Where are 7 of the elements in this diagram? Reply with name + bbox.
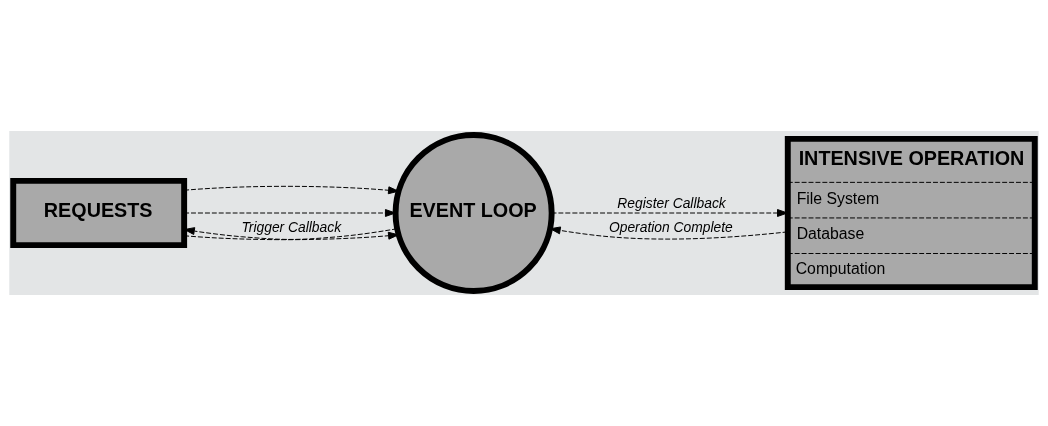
node-circle: EVENT LOOP — [392, 132, 555, 294]
edge-label: Register Callback — [617, 195, 726, 212]
edge-label: Operation Complete — [608, 218, 733, 235]
arrow — [549, 226, 788, 240]
node-box: REQUESTS — [10, 177, 188, 249]
arrow — [551, 209, 788, 217]
edge-label: Trigger Callback — [241, 218, 342, 235]
